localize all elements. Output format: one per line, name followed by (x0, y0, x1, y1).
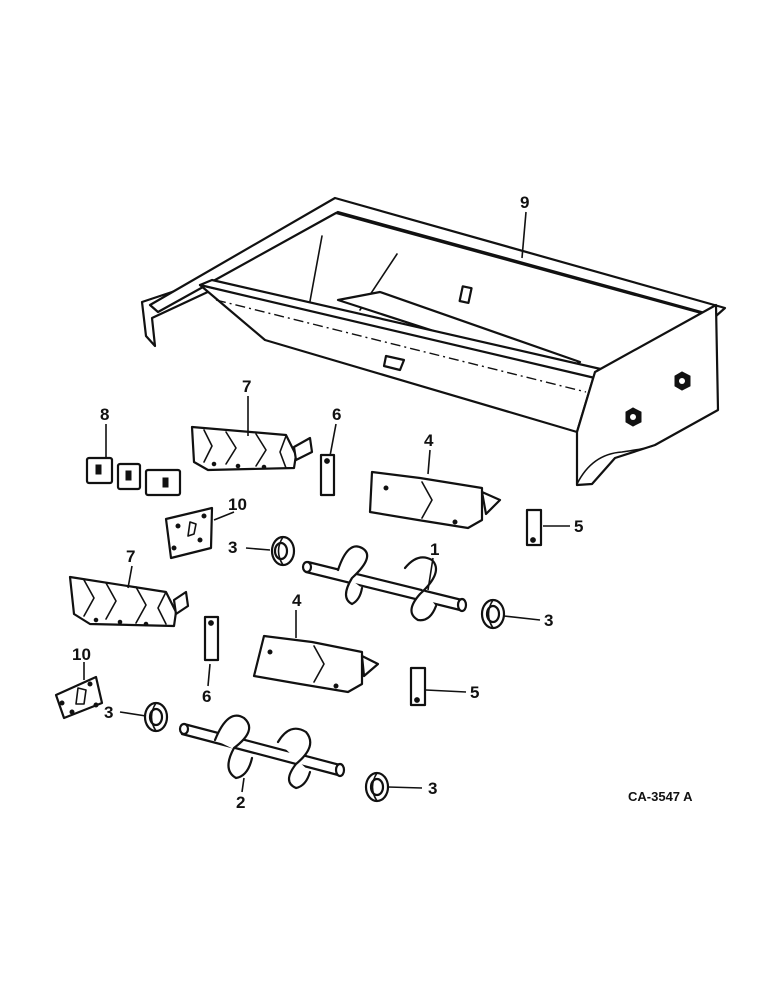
cover-plate-4-lower (252, 634, 380, 694)
leader-lines (83, 211, 570, 793)
callout-4-upper: 4 (424, 431, 434, 450)
callout-6-upper: 6 (332, 405, 341, 424)
callout-10-lower: 10 (72, 645, 91, 664)
callout-10-upper: 10 (228, 495, 247, 514)
bearing-lower-left (143, 701, 169, 733)
callout-2: 2 (236, 793, 245, 812)
callout-8: 8 (100, 405, 109, 424)
callout-3-lower-right: 3 (428, 779, 437, 798)
auger-shaft-upper (301, 545, 468, 622)
callout-7-upper: 7 (242, 377, 251, 396)
auger-shaft-lower (178, 714, 346, 790)
bearing-plate-lower (54, 675, 104, 720)
callout-9: 9 (520, 193, 529, 212)
callout-3-upper-left: 3 (228, 538, 237, 557)
callouts: 9 7 8 6 4 10 5 3 1 7 4 3 10 5 6 3 3 2 (72, 193, 583, 812)
callout-5-lower: 5 (470, 683, 479, 702)
bearing-upper-right (480, 598, 506, 630)
hopper-frame (140, 196, 727, 487)
strap-5-lower (409, 666, 427, 707)
bearing-plate-upper (164, 506, 214, 560)
strap-bracket-upper (319, 453, 336, 497)
small-plates-set (85, 456, 182, 497)
cover-plate-4-upper (368, 470, 502, 530)
callout-5-upper: 5 (574, 517, 583, 536)
callout-3-lower-left: 3 (104, 703, 113, 722)
callout-7-lower: 7 (126, 547, 135, 566)
callout-3-upper-right: 3 (544, 611, 553, 630)
strap-5-upper (525, 508, 543, 547)
figure-reference-code: CA-3547 A (628, 789, 693, 804)
callout-4-lower: 4 (292, 591, 302, 610)
bearing-lower-right (364, 771, 390, 803)
callout-1: 1 (430, 540, 439, 559)
callout-6-lower: 6 (202, 687, 211, 706)
cover-plate-lower (68, 575, 190, 628)
bearing-upper-left (270, 535, 296, 567)
cover-plate-upper (190, 425, 314, 472)
strap-bracket-lower (203, 615, 220, 662)
